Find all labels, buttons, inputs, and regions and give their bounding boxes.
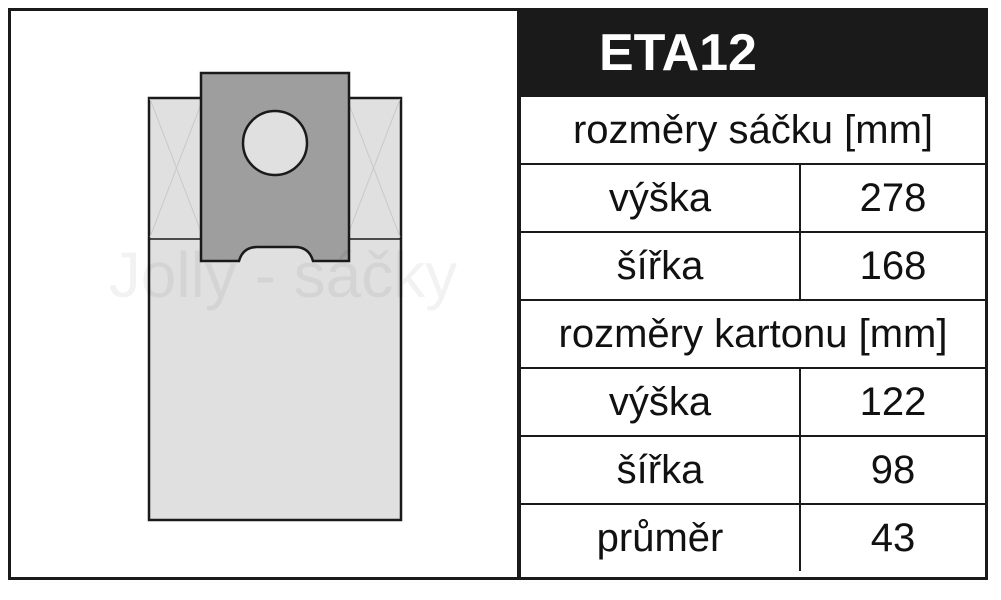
table-row: výška 122: [521, 367, 985, 435]
row-label: šířka: [616, 448, 704, 492]
row-value: 278: [859, 176, 927, 220]
carton-hole: [241, 109, 309, 177]
row-value: 122: [859, 380, 927, 424]
title-bar: ETA12: [521, 11, 985, 95]
row-value: 168: [859, 244, 927, 288]
row-label: šířka: [616, 244, 704, 288]
bag-dimensions-header: rozměry sáčku [mm]: [521, 95, 985, 163]
product-code: ETA12: [599, 24, 757, 82]
row-label: průměr: [596, 516, 724, 560]
watermark-text: Jolly - sáčky: [109, 239, 458, 311]
section-header: rozměry kartonu [mm]: [558, 312, 948, 356]
product-sheet: Jolly - sáčky ETA12 rozměry sáčku [mm] v…: [8, 8, 988, 580]
row-value: 43: [870, 516, 916, 560]
column-divider: [517, 11, 521, 577]
bag-illustration: Jolly - sáčky: [11, 11, 517, 577]
table-row: šířka 98: [521, 435, 985, 503]
row-label: výška: [608, 176, 712, 220]
table-row: výška 278: [521, 163, 985, 231]
table-row: průměr 43: [521, 503, 985, 577]
table-row: šířka 168: [521, 231, 985, 299]
spec-table: ETA12 rozměry sáčku [mm] výška 278 šířka…: [521, 11, 985, 577]
section-header: rozměry sáčku [mm]: [572, 108, 934, 152]
carton-dimensions-header: rozměry kartonu [mm]: [521, 299, 985, 367]
row-label: výška: [608, 380, 712, 424]
row-value: 98: [870, 448, 916, 492]
